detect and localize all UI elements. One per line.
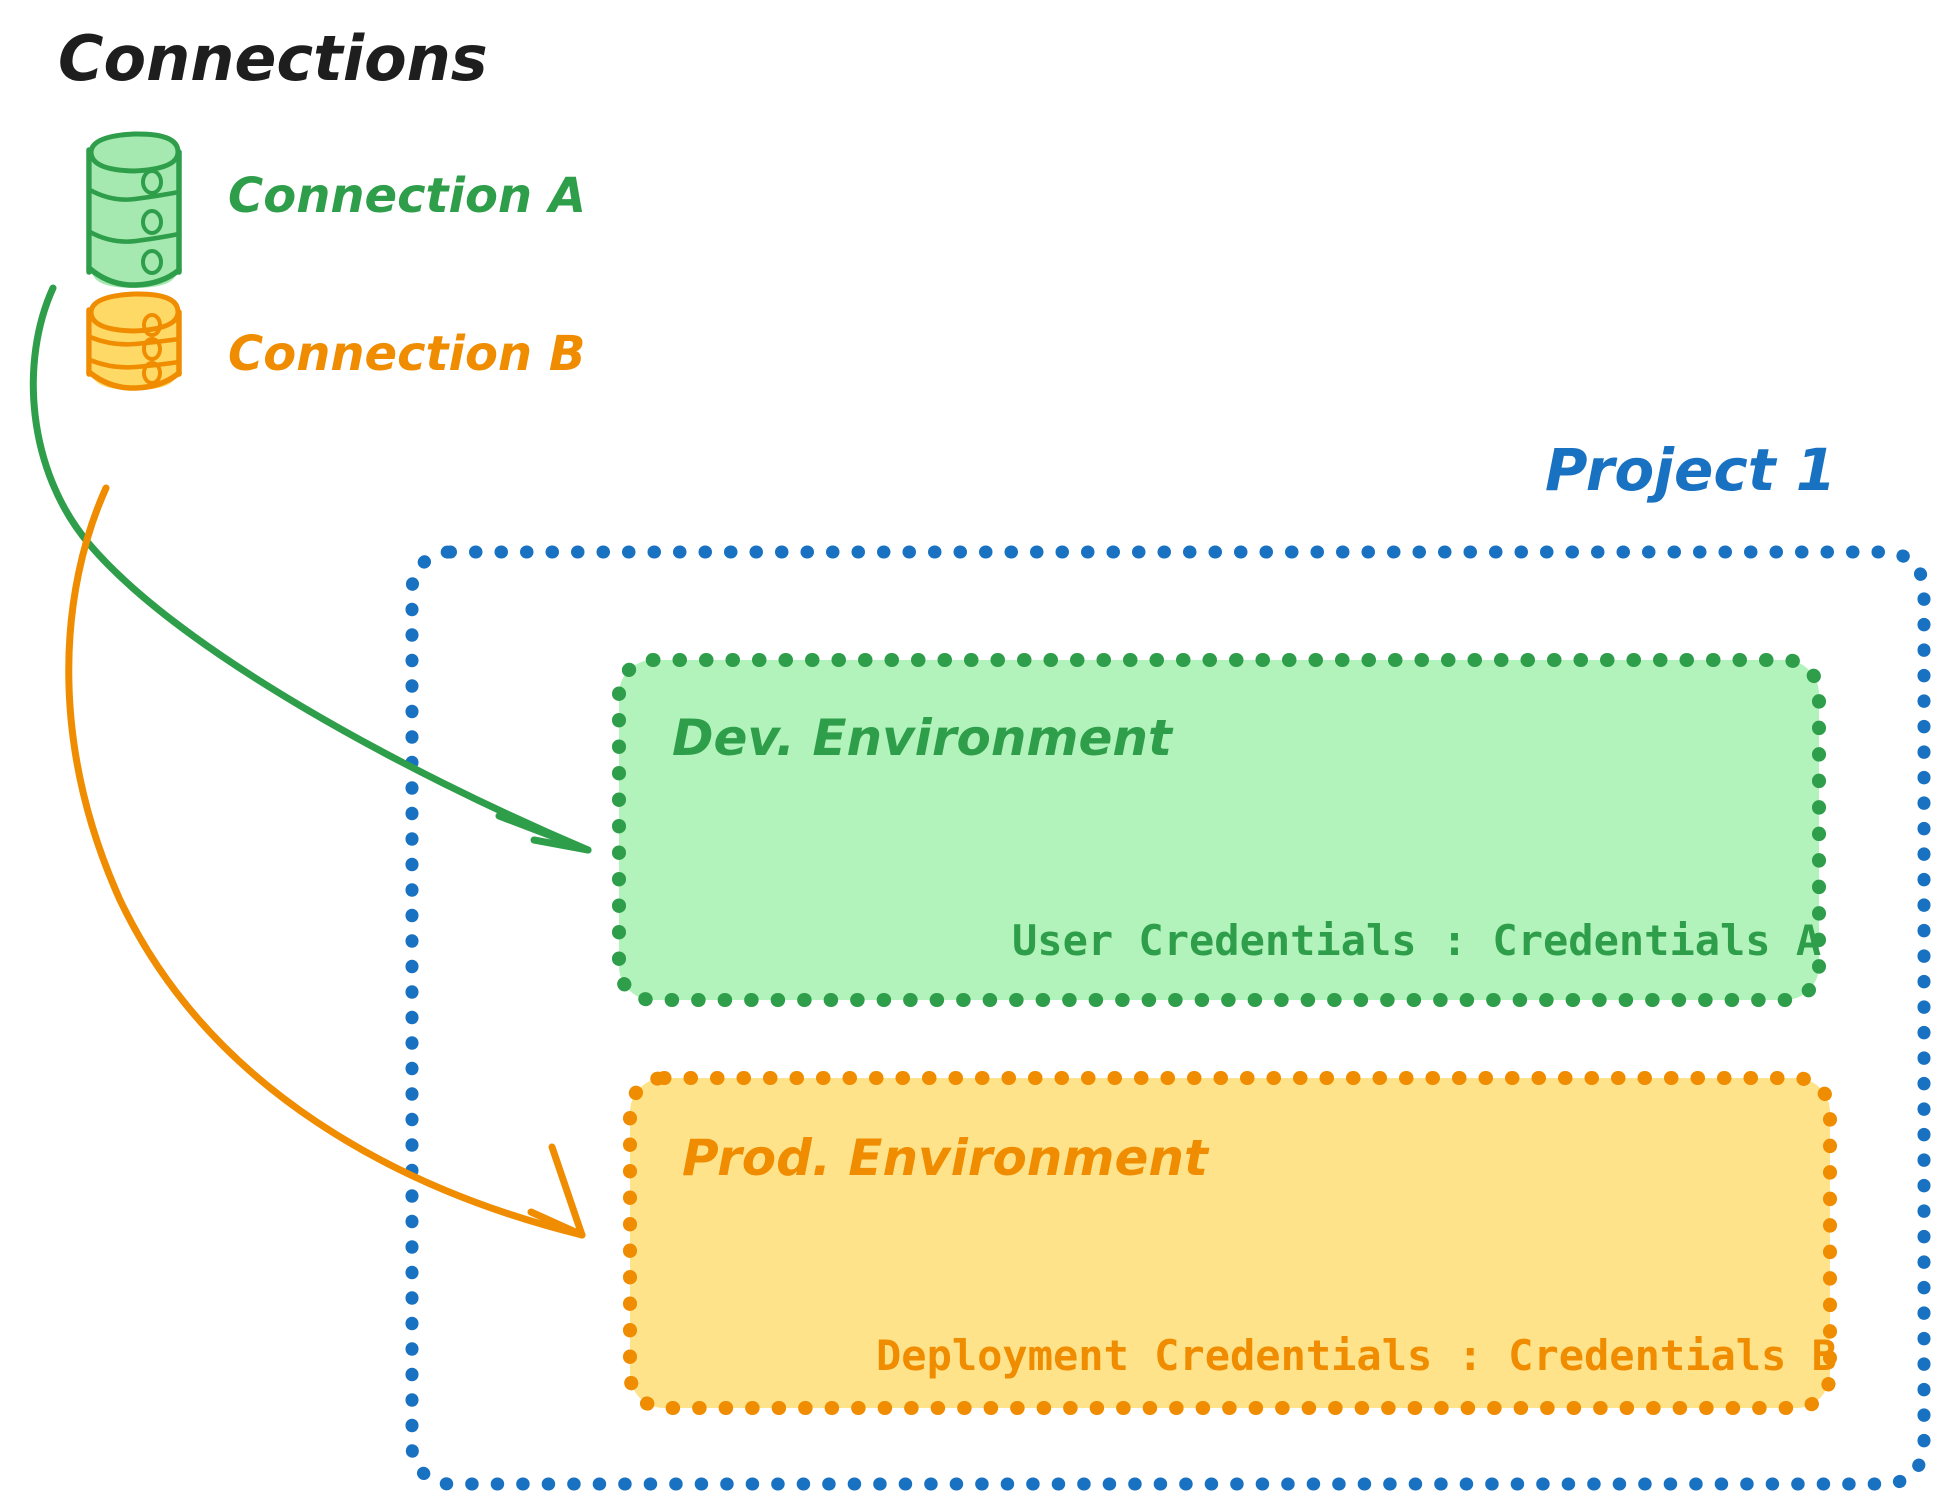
connection-b-label: Connection B [228, 326, 585, 382]
arrow-connection-b-to-prod [65, 484, 586, 1239]
arrow-a-path [29, 284, 592, 854]
dev-environment-title: Dev. Environment [672, 709, 1174, 767]
connection-a-divider-1 [87, 187, 182, 202]
arrow-a-head-lower [530, 836, 592, 854]
arrow-b-head-upper [548, 1143, 586, 1239]
dev-environment-dotted-border [612, 653, 1826, 1007]
page-title: Connections [58, 22, 488, 95]
prod-environment-title: Prod. Environment [682, 1129, 1210, 1187]
project-1-dotted-border [405, 545, 1931, 1491]
prod-environment-credentials: Deployment Credentials : Credentials B [876, 1331, 1837, 1380]
dev-environment-fill [619, 660, 1819, 1000]
connection-b-indicator-2 [142, 337, 162, 361]
prod-environment-fill [630, 1078, 1830, 1408]
connection-a-indicator-3 [141, 249, 163, 275]
arrow-b-path [65, 484, 586, 1239]
connection-b-divider-2 [87, 357, 182, 370]
dev-environment-credentials: User Credentials : Credentials A [1012, 916, 1821, 965]
connection-b-bottom-edge [86, 369, 182, 391]
project-1-container[interactable] [405, 545, 1931, 1491]
connection-a-database-icon[interactable] [86, 131, 182, 288]
connection-a-label: Connection A [228, 168, 586, 224]
connection-b-indicator-1 [142, 313, 162, 337]
prod-environment-box[interactable] [623, 1071, 1837, 1415]
connection-a-indicator-1 [141, 169, 163, 195]
project-1-label: Project 1 [1545, 436, 1836, 504]
arrow-connection-a-to-dev [29, 284, 592, 854]
prod-environment-dotted-border [623, 1071, 1837, 1415]
connection-a-top-fill [91, 134, 177, 166]
dev-environment-box[interactable] [612, 653, 1826, 1007]
arrow-b-head-lower [527, 1208, 586, 1239]
connection-a-divider-2 [87, 229, 182, 244]
connection-a-bottom-edge [86, 265, 182, 288]
connection-b-divider-1 [87, 334, 182, 347]
connection-b-database-icon[interactable] [86, 291, 182, 391]
connection-b-indicator-3 [142, 361, 162, 385]
connection-a-indicator-2 [141, 209, 163, 235]
